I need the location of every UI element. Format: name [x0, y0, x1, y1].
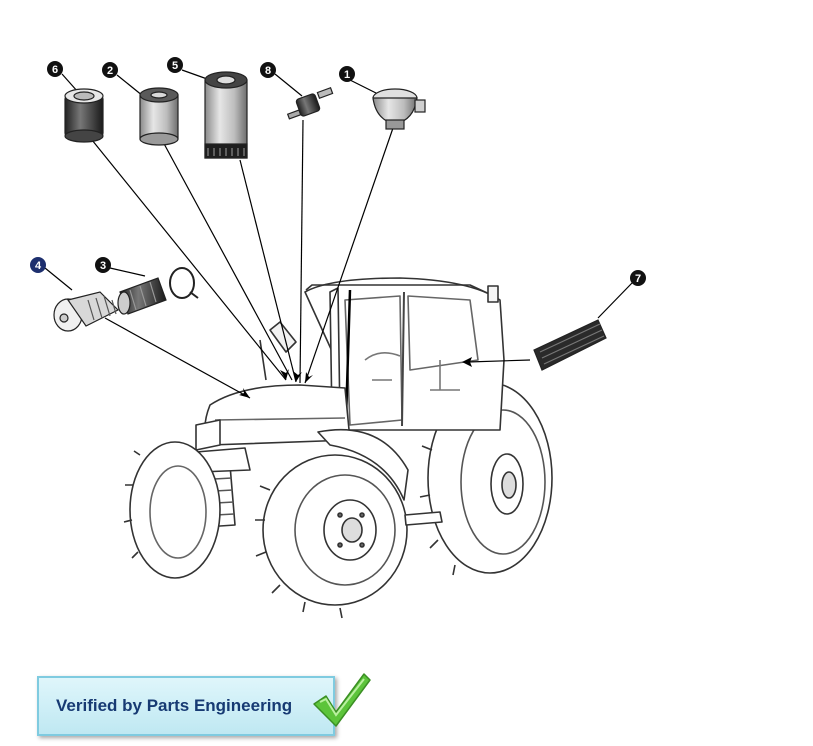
callout-4: 4	[30, 257, 46, 273]
verified-badge-text: Verified by Parts Engineering	[56, 696, 293, 715]
callout-2: 2	[102, 62, 118, 78]
callout-7-label: 7	[635, 273, 641, 285]
callout-1: 1	[339, 66, 355, 82]
front-left-wheel	[123, 441, 221, 579]
callout-8: 8	[260, 62, 276, 78]
callout-8-label: 8	[265, 65, 271, 77]
verified-badge: Verified by Parts Engineering	[37, 676, 335, 736]
callout-2-circle	[102, 62, 118, 78]
callout-6: 6	[47, 61, 63, 77]
tractor-illustration	[123, 277, 553, 619]
part-filter-canister	[139, 87, 179, 146]
callout-8-circle	[260, 62, 276, 78]
part-inline-filter	[286, 87, 334, 120]
part-fuel-filter	[204, 71, 248, 159]
callout-6-label: 6	[52, 64, 58, 76]
part-air-filter-element	[117, 267, 199, 315]
callout-5: 5	[167, 57, 183, 73]
callout-5-label: 5	[172, 60, 178, 72]
callout-4-circle	[30, 257, 46, 273]
callout-5-circle	[167, 57, 183, 73]
step	[404, 511, 443, 526]
leader-lines	[44, 69, 633, 399]
callout-3-label: 3	[100, 260, 106, 272]
tractor-cab	[304, 277, 505, 431]
leader-arrowheads	[239, 357, 472, 398]
callout-6-circle	[47, 61, 63, 77]
callout-4-label: 4	[35, 260, 42, 272]
tractor-hood	[195, 321, 351, 451]
callout-markers: 6 2 5 8 1 4 3 7	[30, 57, 646, 286]
part-oil-filter	[64, 88, 104, 143]
callout-2-label: 2	[107, 65, 113, 77]
checkmark-icon	[313, 673, 371, 727]
part-pre-filter-bowl	[372, 88, 426, 130]
callout-1-label: 1	[344, 69, 350, 81]
callout-1-circle	[339, 66, 355, 82]
callout-7-circle	[630, 270, 646, 286]
callout-3-circle	[95, 257, 111, 273]
mudguard	[317, 428, 409, 501]
front-right-wheel	[255, 454, 408, 619]
part-cab-air-filter	[533, 319, 607, 371]
part-air-cleaner-housing	[53, 291, 120, 332]
callout-7: 7	[630, 270, 646, 286]
callout-3: 3	[95, 257, 111, 273]
